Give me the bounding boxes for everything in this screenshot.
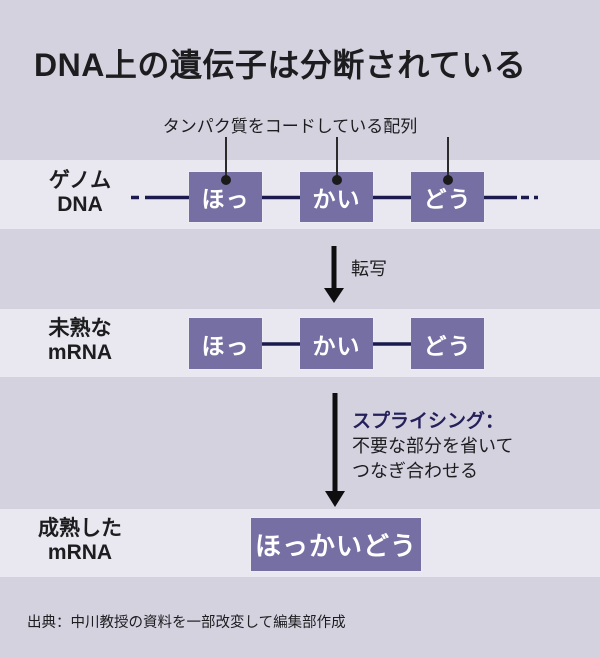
transcription-label: 転写	[351, 259, 387, 279]
page-title: DNA上の遺伝子は分断されている	[34, 47, 527, 83]
splicing-label: スプライシング：	[352, 411, 505, 432]
genome-exon-2: かい	[300, 172, 373, 222]
immature-mrna-label-line1: 未熟な	[48, 317, 112, 340]
immature-exon-3: どう	[411, 318, 484, 369]
immature-mrna-label: 未熟な mRNA	[20, 317, 140, 365]
splicing-arrow	[325, 393, 345, 507]
immature-mrna-label-line2: mRNA	[47, 341, 113, 364]
source-credit: 出典：中川教授の資料を一部改変して編集部作成	[27, 615, 346, 631]
splicing-description-line1: 不要な部分を省いて	[352, 436, 514, 456]
genome-dna-label: ゲノム DNA	[20, 169, 140, 217]
annotation-label: タンパク質をコードしている配列	[162, 117, 418, 136]
splicing-description-line2: つなぎ合わせる	[352, 461, 478, 481]
immature-exon-1: ほっ	[189, 318, 262, 369]
transcription-arrow	[324, 246, 344, 303]
genome-dna-label-line1: ゲノム	[48, 169, 112, 192]
genome-exon-3: どう	[411, 172, 484, 222]
mature-mrna-label-line2: mRNA	[47, 541, 113, 564]
genome-exon-1: ほっ	[189, 172, 262, 222]
immature-exon-2: かい	[300, 318, 373, 369]
mature-mrna-label-line1: 成熟した	[38, 517, 122, 540]
splicing-description: 不要な部分を省いて つなぎ合わせる	[352, 434, 513, 484]
mature-mrna-label: 成熟した mRNA	[20, 517, 140, 565]
mature-mrna-box: ほっかいどう	[251, 518, 421, 571]
genome-dna-label-line2: DNA	[57, 193, 103, 216]
